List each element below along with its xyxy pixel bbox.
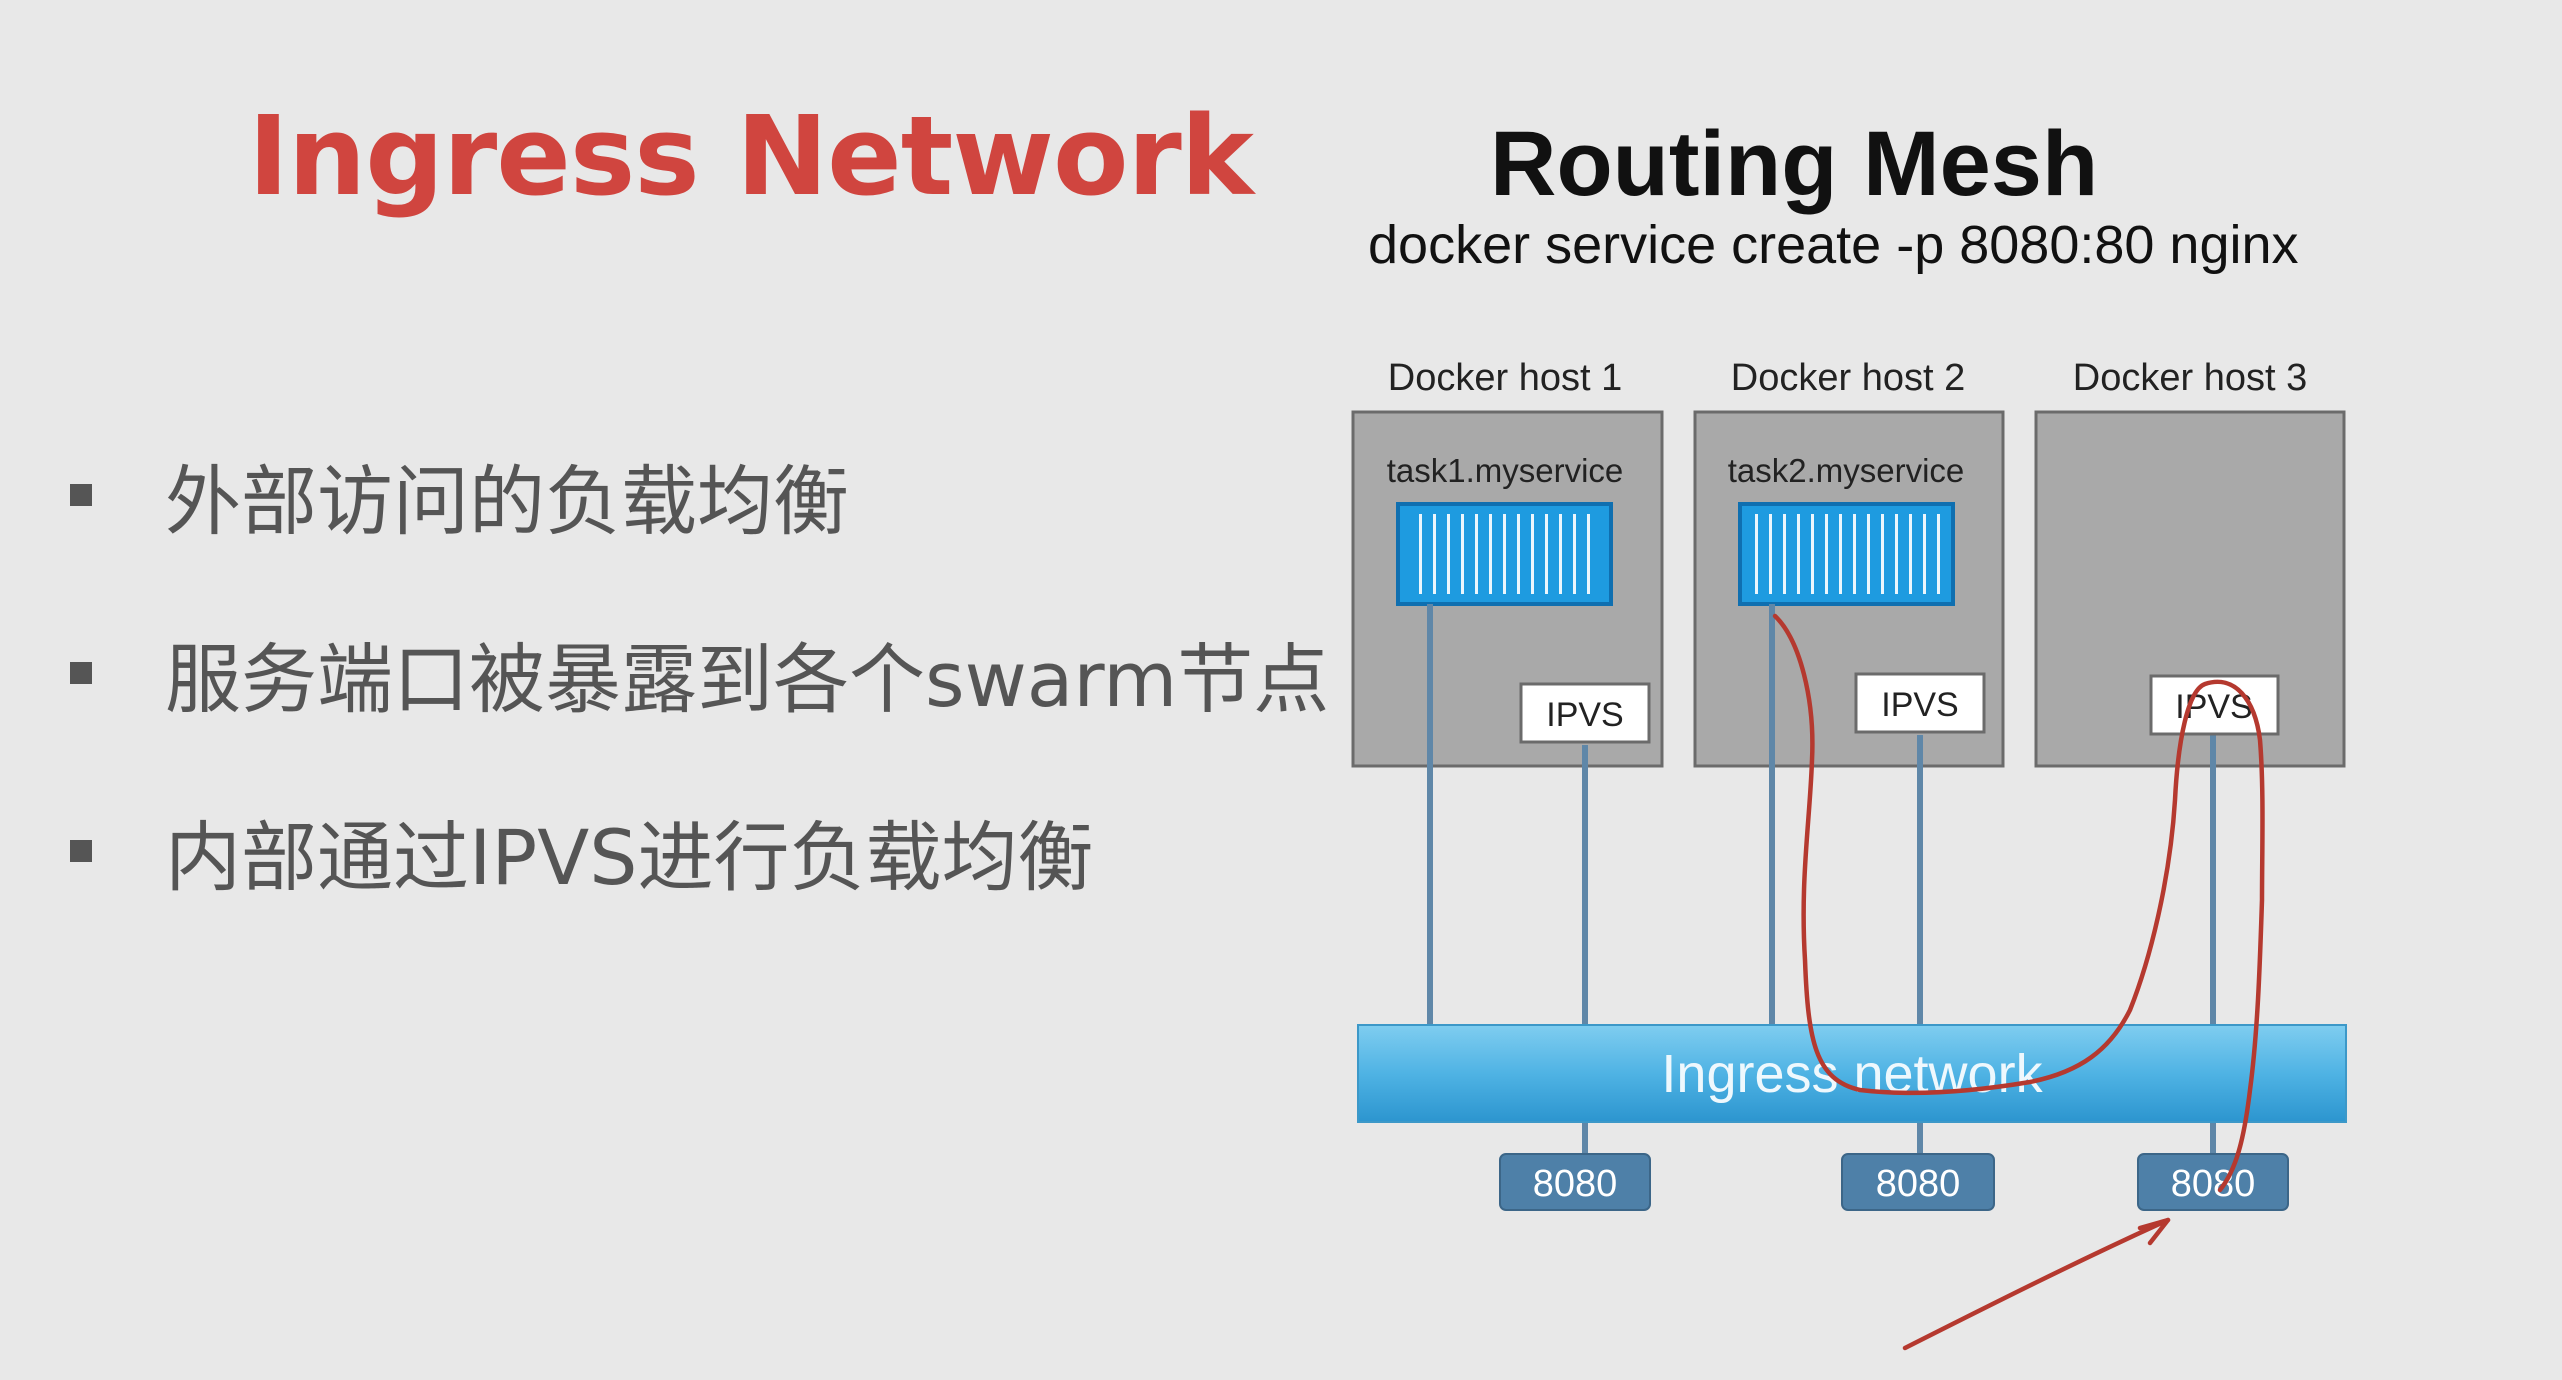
ipvs-box xyxy=(1519,682,1651,744)
task-label: task2.myservice xyxy=(1728,452,1965,489)
ipvs-label: IPVS xyxy=(1546,696,1623,734)
port-label: 8080 xyxy=(2171,1163,2256,1205)
bullet-text: 内部通过IPVS进行负载均衡 xyxy=(165,813,1094,902)
ingress-network-label: Ingress network xyxy=(1661,1044,2043,1104)
container-icon xyxy=(1396,502,1613,606)
port-box xyxy=(2137,1153,2289,1211)
port-box xyxy=(1499,1153,1651,1211)
task-label: task1.myservice xyxy=(1387,452,1624,489)
routing-path-annotation xyxy=(1772,613,2265,1351)
ingress-network-bar xyxy=(1357,1024,2347,1123)
port-label: 8080 xyxy=(1533,1163,1618,1205)
container-icon xyxy=(1738,502,1955,606)
ipvs-label: IPVS xyxy=(1881,686,1958,724)
port-label: 8080 xyxy=(1876,1163,1961,1205)
bullet-square-icon xyxy=(70,840,92,862)
bullet-square-icon xyxy=(70,484,92,506)
port-box xyxy=(1841,1153,1995,1211)
host-label: Docker host 3 xyxy=(2073,357,2307,399)
ipvs-box xyxy=(1854,672,1986,734)
host-label: Docker host 2 xyxy=(1731,357,1965,399)
bullet-text: 外部访问的负载均衡 xyxy=(165,457,849,546)
host-label: Docker host 1 xyxy=(1388,357,1622,399)
diagram-command: docker service create -p 8080:80 nginx xyxy=(1368,215,2299,275)
slide-title: Ingress Network xyxy=(248,92,1254,220)
bullet-square-icon xyxy=(70,662,92,684)
diagram-title: Routing Mesh xyxy=(1490,113,2099,215)
connector-lines xyxy=(1427,604,2216,1158)
bullet-text: 服务端口被暴露到各个swarm节点 xyxy=(165,635,1330,724)
